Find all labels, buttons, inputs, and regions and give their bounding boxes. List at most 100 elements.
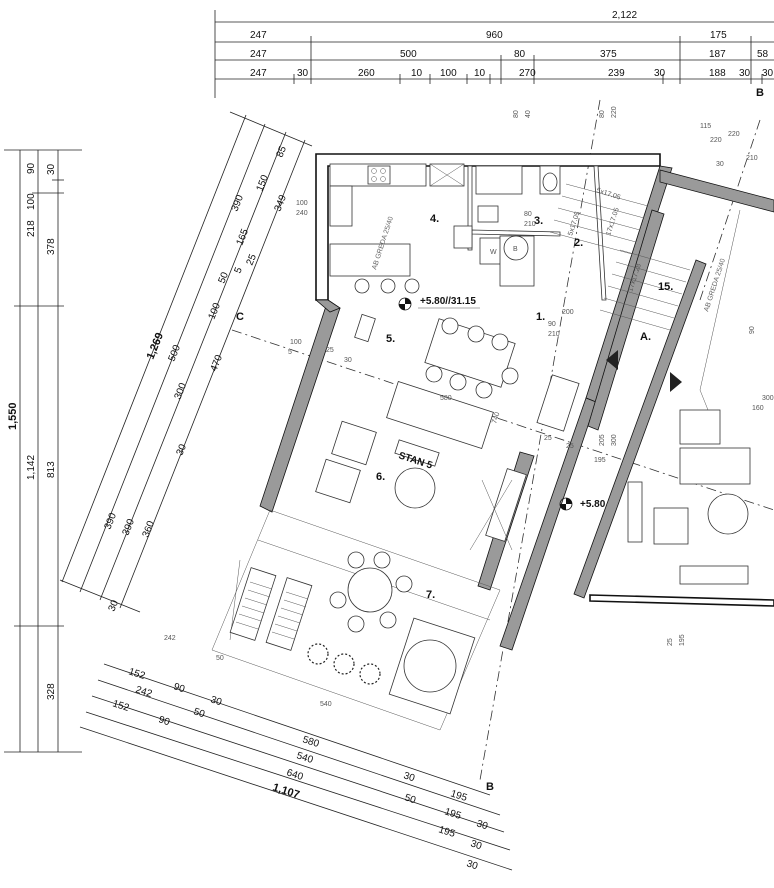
dim-diag: 390 [230,193,247,213]
dim-diag: 349 [273,193,290,213]
dim-left: 813 [46,461,57,478]
dim-inner: 580 [440,395,452,402]
kitchen: 100 240 4. AB GREDA 25/40 [296,163,465,294]
dim-inner: 220 [611,106,618,118]
dim-inner: 5 [288,349,292,356]
dim-bottom: 195 [437,824,457,840]
dim-inner: 115 [700,123,711,130]
dim-top: 80 [514,49,526,60]
dim-bottom: 195 [449,788,469,804]
dim-bottom: 640 [285,767,305,783]
label-boiler: B [513,246,518,253]
dim-diag: 165 [235,227,252,247]
dim-inner: 25 [667,638,674,646]
room-label-6: 6. [376,471,385,483]
label-washer: W [490,249,497,256]
dim-bottom: 195 [443,806,463,822]
dim-top: 100 [440,68,457,79]
dim-diag: 1,269 [145,331,166,361]
dim-inner: 740 [491,411,501,424]
dim-top: 500 [400,49,417,60]
dim-left: 90 [26,162,37,174]
stair-note: 5x17.05 [567,211,581,237]
dim-diag: 30 [107,598,122,613]
dim-diag: 30 [175,442,190,457]
dim-diag: 100 [207,301,224,321]
dim-top: 30 [762,68,774,79]
dim-inner: 540 [320,701,332,708]
dim-left-total: 1,550 [7,402,19,430]
dim-top: 260 [358,68,375,79]
section-mark-b-top: B [756,87,764,99]
entry-arrow [670,372,682,392]
dim-top: 30 [297,68,309,79]
dim-diag: 390 [103,511,120,531]
living-area: STAN 5 6. 580 740 +5.80 [315,374,606,551]
room-label-4: 4. [430,213,439,225]
dim-diag: 5 [233,265,245,275]
dim-inner: 50 [216,655,224,662]
dim-left: 100 [26,193,37,210]
dim-top: 247 [250,30,267,41]
dim-inner: 220 [728,131,740,138]
dim-left: 30 [46,163,57,175]
dim-bottom: 30 [209,694,223,708]
neighbour-unit: 195 205 300 200 90 210 300 160 25 195 90… [288,123,774,646]
dim-left: 218 [26,220,37,237]
dining-area: 5. 1. +5.80//31.15 [354,296,545,399]
bathroom: W B 3. 80 40 80 220 80 210 [453,106,618,287]
dim-bottom: 1,107 [271,781,301,801]
room-label-15: 15. [658,281,673,293]
dim-bottom: 90 [172,681,186,695]
dim-inner: 195 [594,457,606,464]
dim-diag: 25 [245,252,260,267]
dim-inner: 25 [544,435,552,442]
dim-diag: 300 [173,381,190,401]
dim-top: 10 [474,68,486,79]
dim-inner: 25 [566,443,574,450]
dim-top: 30 [654,68,666,79]
dim-top: 188 [709,68,726,79]
dim-top: 30 [739,68,751,79]
dim-diag: 500 [167,343,184,363]
room-label-a: A. [640,331,651,343]
dim-top: 187 [709,49,726,60]
dim-inner: 80 [524,211,532,218]
dim-left: 378 [46,238,57,255]
dim-diag: 360 [141,519,158,539]
diagonal-dimensions: 1,269 500 300 390 390 390 360 150 165 10… [59,111,313,613]
dim-inner: 210 [746,155,758,162]
dim-inner: 80 [513,110,520,118]
dim-diag: 50 [217,270,232,285]
room-label-3: 3. [534,215,543,227]
section-mark-c: C [236,311,244,323]
dim-top: 247 [250,49,267,60]
dim-top: 270 [519,68,536,79]
level-main: +5.80//31.15 [420,296,476,307]
dim-inner: 210 [524,221,536,228]
room-label-2: 2. [574,237,583,249]
dim-top: 58 [757,49,769,60]
level-marker [559,497,573,511]
dim-inner: 160 [752,405,764,412]
dim-diag: 390 [121,517,138,537]
dim-inner: 100 [296,200,308,207]
dim-top: 375 [600,49,617,60]
dim-top: 10 [411,68,423,79]
sun-loungers [229,567,313,651]
dim-top: 175 [710,30,727,41]
top-dimensions: 2,122 247 960 175 247 500 80 375 187 58 … [214,10,774,98]
room-label-7: 7. [426,589,435,601]
dim-inner: 205 [599,434,606,446]
dim-top: 960 [486,30,503,41]
dim-diag: 470 [209,353,226,373]
dim-bottom: 50 [192,706,206,720]
dim-left: 1,142 [26,455,37,480]
level-marker [398,297,412,311]
dim-inner: 30 [716,161,724,168]
dim-inner: 90 [749,326,756,334]
dim-bottom: 50 [403,792,417,806]
dim-inner: 30 [344,357,352,364]
dim-bottom: 30 [402,770,416,784]
